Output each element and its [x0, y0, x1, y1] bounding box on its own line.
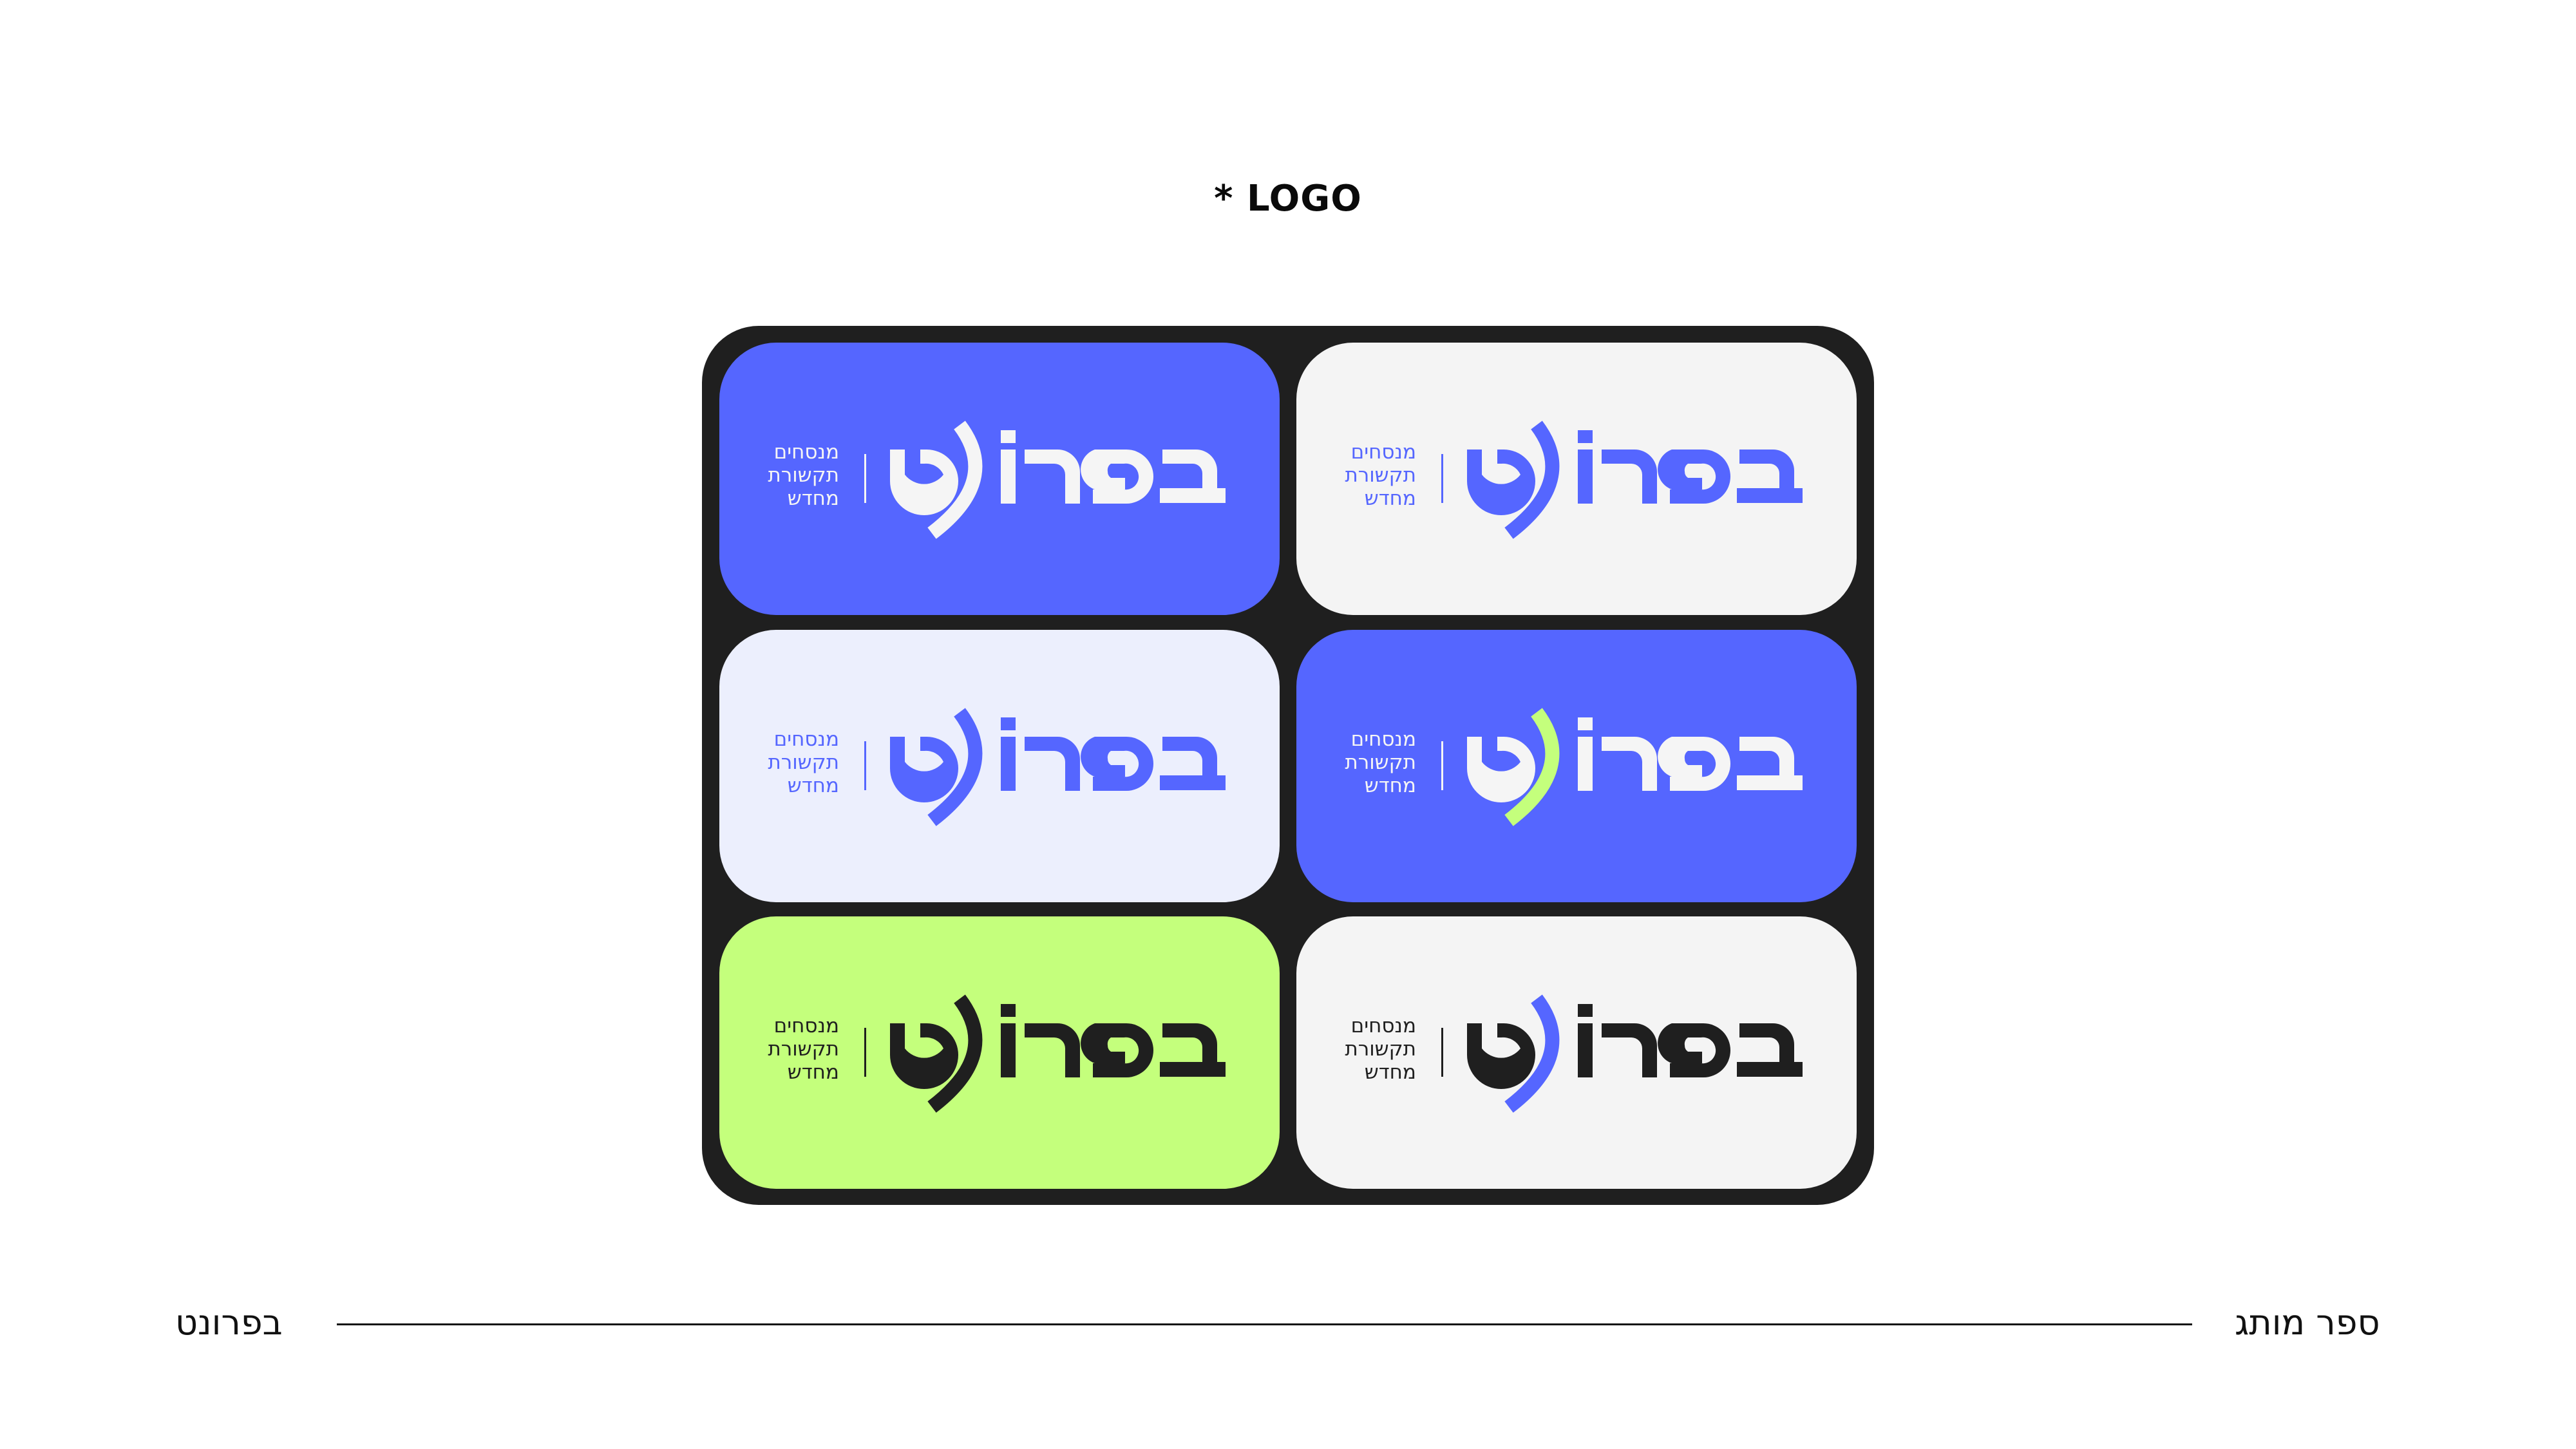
logo-divider [864, 454, 866, 503]
letter-tet [890, 737, 958, 802]
tagline-line-2: תקשורת [1345, 464, 1416, 487]
letter-bet [1160, 1023, 1226, 1077]
tagline-line-3: מחדש [1364, 487, 1416, 510]
gray-dark-card: מנסחים תקשורת מחדש [1296, 916, 1857, 1189]
logo-mark [864, 708, 1226, 826]
letter-bet [1160, 737, 1226, 790]
tagline-line-2: תקשורת [1345, 1037, 1416, 1061]
tagline-line-1: מנסחים [1350, 440, 1416, 464]
tagline-line-3: מחדש [787, 487, 839, 510]
logo-tagline: מנסחים תקשורת מחדש [730, 440, 839, 510]
letter-vav-dot [1578, 430, 1593, 443]
blue-lime-card: מנסחים תקשורת מחדש [1296, 630, 1857, 902]
gray-card: מנסחים תקשורת מחדש [1296, 343, 1857, 615]
letter-resh [1025, 1023, 1080, 1077]
logo-tagline: מנסחים תקשורת מחדש [1307, 728, 1416, 797]
tagline-line-3: מחדש [1364, 774, 1416, 797]
logo-tagline: מנסחים תקשורת מחדש [1307, 440, 1416, 510]
tagline-line-1: מנסחים [773, 440, 839, 464]
letter-bet [1737, 737, 1803, 790]
tagline-line-2: תקשורת [768, 1037, 839, 1061]
letter-pe [1081, 1023, 1153, 1077]
letter-vav-stem [1578, 1023, 1593, 1077]
tagline-line-1: מנסחים [773, 728, 839, 751]
logo-arc [1504, 708, 1560, 826]
letter-bet [1737, 1023, 1803, 1077]
letter-tet [890, 450, 958, 515]
letter-tet [890, 1023, 958, 1089]
letter-resh [1025, 737, 1080, 791]
letter-tet [1467, 737, 1535, 802]
logo-mark [1441, 421, 1803, 539]
letter-vav-stem [1001, 1023, 1016, 1077]
logo-mark [864, 421, 1226, 539]
logo-arc [1504, 421, 1560, 539]
letter-vav-dot [1578, 1004, 1593, 1017]
letter-bet [1160, 450, 1226, 503]
logo-arc [927, 994, 983, 1113]
tagline-line-2: תקשורת [768, 751, 839, 774]
letter-resh [1602, 450, 1657, 504]
logo-tagline: מנסחים תקשורת מחדש [1307, 1014, 1416, 1084]
letter-resh [1025, 450, 1080, 504]
letter-pe [1658, 737, 1730, 791]
letter-bet [1737, 450, 1803, 503]
letter-vav-dot [1001, 1004, 1016, 1017]
logo-divider [1441, 1028, 1443, 1077]
footer-divider-line [337, 1323, 2192, 1325]
logo-divider [1441, 454, 1443, 503]
letter-vav-stem [1001, 450, 1016, 504]
letter-vav-dot [1001, 430, 1016, 443]
letter-vav-dot [1001, 717, 1016, 730]
letter-pe [1658, 1023, 1730, 1077]
letter-vav-stem [1001, 737, 1016, 791]
logo-divider [864, 1028, 866, 1077]
letter-resh [1602, 737, 1657, 791]
tagline-line-1: מנסחים [773, 1014, 839, 1037]
tagline-line-3: מחדש [1364, 1061, 1416, 1084]
logo-mark [1441, 708, 1803, 826]
letter-vav-dot [1578, 717, 1593, 730]
letter-vav-stem [1578, 450, 1593, 504]
logo-tagline: מנסחים תקשורת מחדש [730, 728, 839, 797]
tagline-line-2: תקשורת [768, 464, 839, 487]
logo-arc [927, 421, 983, 539]
tagline-line-1: מנסחים [1350, 728, 1416, 751]
logo-arc [1504, 994, 1560, 1113]
logo-divider [864, 741, 866, 790]
tagline-line-2: תקשורת [1345, 751, 1416, 774]
letter-vav-stem [1578, 737, 1593, 791]
logo-divider [1441, 741, 1443, 790]
blue-card: מנסחים תקשורת מחדש [719, 343, 1280, 615]
letter-pe [1658, 450, 1730, 504]
letter-pe [1081, 450, 1153, 504]
letter-resh [1602, 1023, 1657, 1077]
footer-doc-title: ספר מותג [2235, 1302, 2380, 1343]
letter-pe [1081, 737, 1153, 791]
tagline-line-3: מחדש [787, 774, 839, 797]
letter-tet [1467, 450, 1535, 515]
lavender-card: מנסחים תקשורת מחדש [719, 630, 1280, 902]
tagline-line-1: מנסחים [1350, 1014, 1416, 1037]
logo-arc [927, 708, 983, 826]
logo-mark [1441, 994, 1803, 1113]
lime-card: מנסחים תקשורת מחדש [719, 916, 1280, 1189]
logo-tagline: מנסחים תקשורת מחדש [730, 1014, 839, 1084]
logo-mark [864, 994, 1226, 1113]
page-title: * LOGO [1214, 178, 1362, 220]
tagline-line-3: מחדש [787, 1061, 839, 1084]
letter-tet [1467, 1023, 1535, 1089]
footer-brand: בפרונט [175, 1302, 283, 1343]
